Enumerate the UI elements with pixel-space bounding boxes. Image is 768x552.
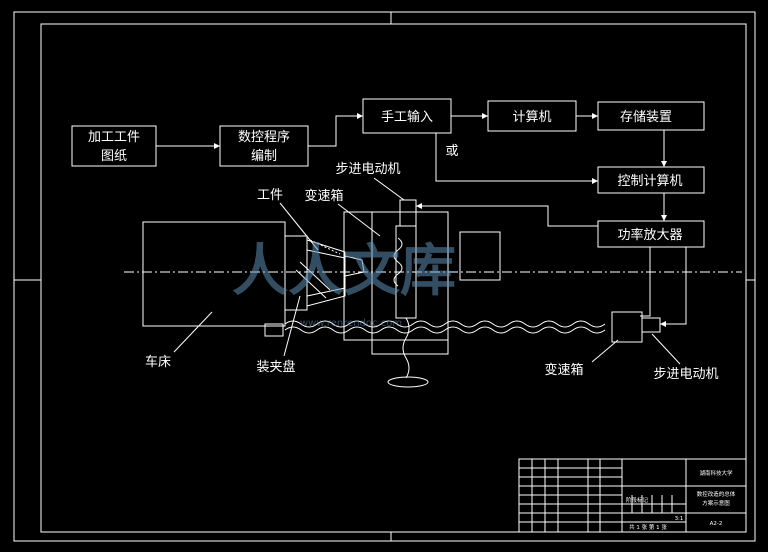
computer-label: 计算机 bbox=[512, 110, 551, 125]
lathe-machine bbox=[124, 199, 742, 388]
computer-box: 计算机 bbox=[487, 100, 577, 132]
manual-input-box: 手工输入 bbox=[362, 98, 452, 134]
storage-box: 存储装置 bbox=[597, 101, 705, 131]
leader-lines bbox=[173, 177, 681, 365]
stepper-top-label: 步进电动机 bbox=[335, 162, 400, 177]
or-label: 或 bbox=[445, 144, 458, 159]
drawing-number: A2-2 bbox=[710, 521, 723, 527]
scale-label: 3:1 bbox=[675, 516, 684, 522]
stepper-bottom-label: 步进电动机 bbox=[653, 367, 718, 382]
drawing-box: 加工工件 图纸 bbox=[71, 125, 157, 167]
watermark-text: 人人文库 bbox=[232, 239, 456, 304]
manual-input-label: 手工输入 bbox=[381, 109, 433, 125]
flow-connectors bbox=[156, 113, 687, 327]
title-line-2: 方案示意图 bbox=[702, 499, 730, 507]
program-label-1: 数控程序 bbox=[238, 130, 290, 145]
gearbox-bottom-label: 变速箱 bbox=[544, 362, 583, 378]
top-stepper bbox=[399, 199, 417, 227]
bottom-gearbox bbox=[611, 311, 643, 343]
amplifier-box: 功率放大器 bbox=[597, 220, 705, 248]
chuck-label: 装夹盘 bbox=[256, 359, 295, 375]
bottom-stepper bbox=[641, 317, 661, 333]
drawing-label-2: 图纸 bbox=[101, 149, 127, 164]
control-computer-label: 控制计算机 bbox=[617, 174, 682, 189]
outer-border bbox=[13, 11, 756, 542]
watermark: 人人文库 www.renrendoc.com bbox=[232, 239, 456, 329]
drawing-label-1: 加工工件 bbox=[88, 130, 140, 145]
handwheel bbox=[387, 376, 429, 388]
amplifier-label: 功率放大器 bbox=[617, 227, 682, 243]
inner-border bbox=[40, 23, 747, 533]
watermark-url: www.renrendoc.com bbox=[300, 318, 402, 329]
control-computer-box: 控制计算机 bbox=[597, 166, 705, 194]
title-block: 湖南科技大学 数控改造的总体 方案示意图 A2-2 阶段标记 3:1 共 1 张… bbox=[518, 458, 747, 533]
storage-label: 存储装置 bbox=[620, 110, 672, 125]
program-box: 数控程序 编制 bbox=[219, 125, 309, 167]
lathe-label: 车床 bbox=[145, 354, 171, 370]
university-label: 湖南科技大学 bbox=[699, 469, 733, 477]
gearbox-top-label: 变速箱 bbox=[304, 188, 343, 204]
sheet-label: 共 1 张 第 1 张 bbox=[629, 523, 667, 531]
title-line-1: 数控改造的总体 bbox=[697, 490, 736, 498]
workpiece-label: 工件 bbox=[257, 188, 283, 203]
center-marks bbox=[14, 12, 755, 541]
workpiece-shape bbox=[306, 239, 346, 307]
stage-label: 阶段标记 bbox=[626, 496, 649, 504]
lead-screw bbox=[284, 320, 606, 328]
program-label-2: 编制 bbox=[251, 149, 277, 164]
